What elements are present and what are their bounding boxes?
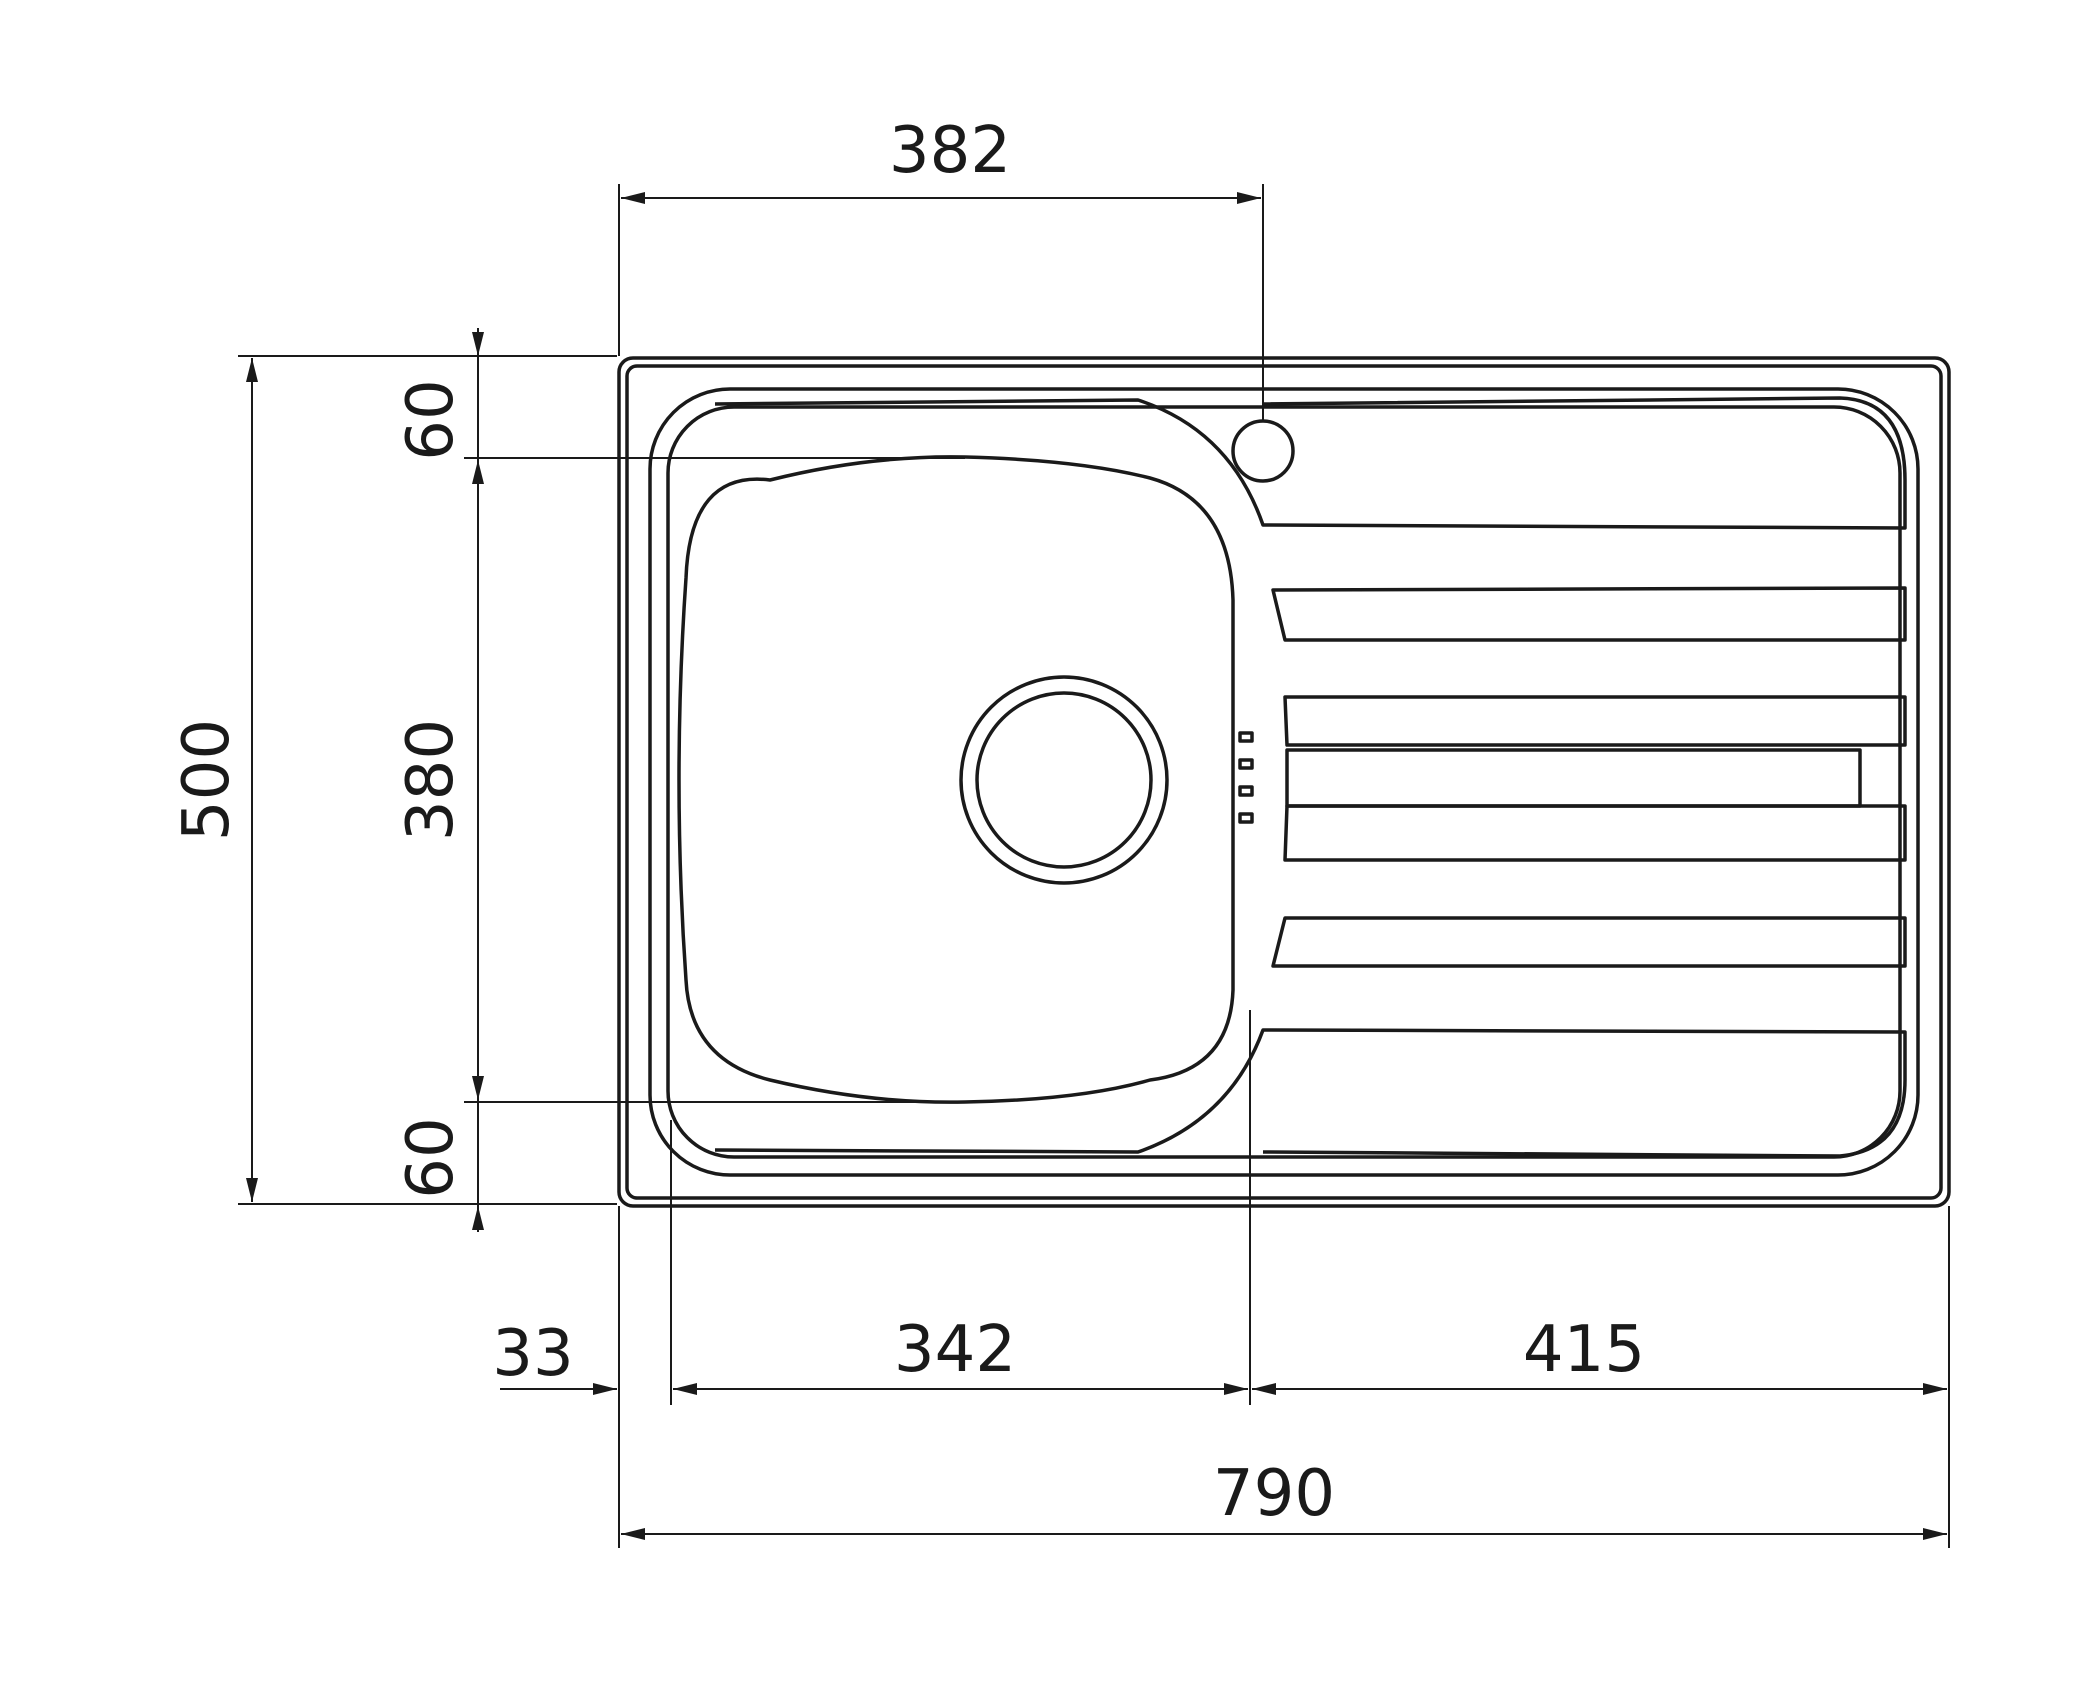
drainer-ribs xyxy=(1271,586,1907,968)
sink-outline xyxy=(617,356,1951,1208)
label-342: 342 xyxy=(894,1313,1016,1387)
label-33: 33 xyxy=(492,1317,573,1391)
drain xyxy=(959,675,1169,885)
drainer-rib-1 xyxy=(1271,586,1907,642)
dimension-labels: 382 500 60 380 60 33 342 415 790 xyxy=(170,114,1645,1531)
sink-rim xyxy=(648,387,1920,1177)
label-415: 415 xyxy=(1523,1313,1645,1387)
label-382: 382 xyxy=(889,114,1011,188)
label-790: 790 xyxy=(1213,1457,1335,1531)
bowl-edge-outer xyxy=(714,396,1907,530)
sink-rim-inner xyxy=(666,405,1902,1159)
sink-outer-frame-inner xyxy=(625,364,1943,1200)
label-380: 380 xyxy=(394,719,468,841)
overflow-slots xyxy=(1238,731,1254,824)
label-60-top: 60 xyxy=(394,379,468,460)
drainer-rib-2 xyxy=(1283,695,1907,747)
bowl-basin xyxy=(677,455,1235,1104)
label-500: 500 xyxy=(170,719,244,841)
drain-outer-ring xyxy=(959,675,1169,885)
dimension-lines xyxy=(238,184,1950,1548)
bowl-edge xyxy=(714,396,1907,1158)
bowl-edge-bottom xyxy=(714,1028,1907,1158)
drainer-rib-5 xyxy=(1271,916,1907,968)
sink-outer-frame xyxy=(617,356,1951,1208)
drainer-rib-3 xyxy=(1285,748,1862,808)
drainer-rib-4 xyxy=(1283,804,1907,862)
drain-inner-ring xyxy=(975,691,1153,869)
label-60-bottom: 60 xyxy=(394,1117,468,1198)
tap-hole xyxy=(1231,419,1295,483)
